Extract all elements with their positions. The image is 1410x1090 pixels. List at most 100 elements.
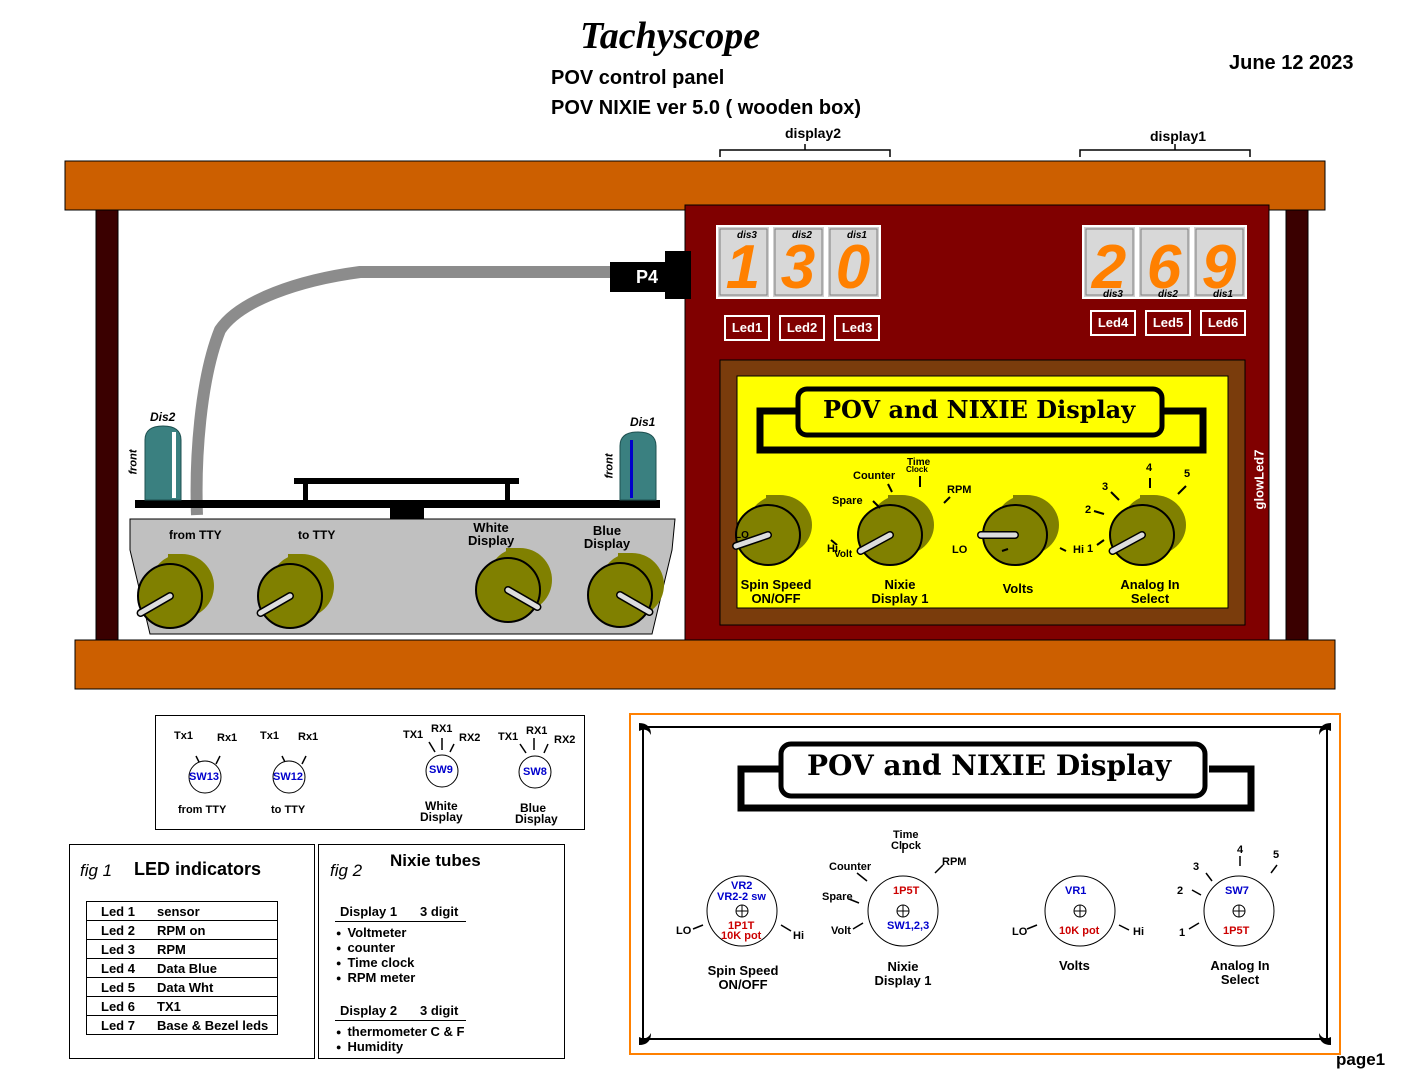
display1-digit-value: 9 [1202, 233, 1237, 302]
fp-vr2-part1: 1P1T [728, 920, 755, 932]
display2-digit-tag: dis3 [737, 230, 757, 241]
sw9-name1: White [425, 799, 458, 813]
dis1-tube-label: Dis1 [630, 415, 656, 429]
panel-spin-lo: LO [735, 530, 749, 541]
p4-connector-plug [665, 251, 691, 299]
panel-knob-volts[interactable] [977, 495, 1059, 566]
fig1-number: fig 1 [80, 861, 113, 880]
fp-analog-3: 3 [1193, 861, 1200, 873]
display1-bracket [1079, 144, 1251, 157]
display2-label: display2 [785, 125, 842, 141]
panel-tick [1096, 539, 1105, 546]
side-knob-to-tty[interactable] [256, 554, 334, 629]
fp-tick [692, 924, 704, 930]
panel-tick [887, 483, 893, 493]
fp-vr2-part2: 10K pot [721, 930, 762, 942]
p4-connector-body [610, 262, 670, 292]
fp-tick [1270, 864, 1278, 874]
panel-knob-analog[interactable] [1108, 495, 1186, 566]
fp-tick [1191, 889, 1202, 896]
side-knob-label-from-tty: from TTY [169, 528, 222, 542]
sw9-tx1: TX1 [403, 729, 424, 741]
fp-tick [856, 872, 868, 882]
display1-digit-tag: dis2 [1158, 289, 1178, 300]
fp-volts-lo: LO [1012, 926, 1028, 938]
fp-vr2-id: VR2 [731, 880, 753, 892]
display2-digit-value: 1 [726, 233, 760, 302]
fp-dial-nixie [867, 875, 939, 947]
fig2-display1-name: Display 1 [340, 904, 398, 919]
fp-nixie-time: Time [893, 829, 919, 841]
display1-digit-tag: dis1 [1213, 289, 1233, 300]
panel-analog-3: 3 [1102, 481, 1109, 493]
display2-digit-tag: dis1 [847, 230, 867, 241]
side-knob-white-display[interactable] [475, 548, 552, 623]
nixie-use-item: counter [336, 940, 415, 955]
shelf [135, 500, 660, 508]
led-name: Led 4 [86, 958, 143, 978]
bracket-bar [294, 478, 519, 484]
side-knob-from-tty[interactable] [136, 554, 214, 629]
fp-nixie-id2: SW1,2,3 [887, 920, 930, 932]
fp-vr1-part: 10K pot [1059, 925, 1100, 937]
led-name: Led 7 [86, 1015, 143, 1035]
fp-tick [780, 924, 792, 932]
front-label-right: front [603, 453, 616, 479]
fp-analog-1: 1 [1179, 927, 1186, 939]
led-button-led3: Led3 [834, 315, 880, 341]
led-button-led6: Led6 [1200, 310, 1246, 336]
fp-tick [1188, 922, 1200, 930]
faceplate-drawing [639, 723, 1331, 1045]
sw8-rx1: RX1 [526, 725, 548, 737]
switch-legend-drawing [188, 738, 552, 794]
fp-nixie-rpm: RPM [942, 856, 967, 868]
front-label-left: front [127, 449, 140, 475]
fp-dial-volts [1044, 875, 1116, 947]
dis1-tube [619, 431, 657, 501]
panel-volts-lo: LO [952, 544, 968, 556]
panel-knob-nixie[interactable] [856, 495, 934, 566]
sw13-tx1: Tx1 [174, 730, 193, 742]
fp-spin-lo: LO [676, 925, 692, 937]
panel-analog-5: 5 [1184, 468, 1191, 480]
subtitle-control-panel: POV control panel [551, 67, 725, 89]
display1-digit-value: 6 [1147, 233, 1182, 302]
led-description: RPM on [143, 920, 278, 940]
panel-knob-spin-speed[interactable] [732, 495, 812, 566]
panel-tick [1093, 510, 1105, 515]
display2-digit-value: 0 [836, 233, 870, 302]
panel-volts-hi: Hi [1073, 544, 1084, 556]
fig2-display1-digits: 3 digit [420, 904, 459, 919]
switch-legend: Tx1 Rx1 SW13 from TTY Tx1 Rx1 SW12 to TT… [155, 715, 585, 830]
shelf-clip [390, 507, 424, 519]
panel-tick [1177, 485, 1187, 495]
fp-tick [1118, 924, 1130, 931]
fp-volts-label: Volts [1059, 958, 1090, 973]
led-description: TX1 [143, 996, 278, 1016]
panel-analog-2: 2 [1085, 504, 1092, 516]
right-post [1285, 209, 1309, 641]
nixie-use-item: RPM meter [336, 970, 415, 985]
fig2-nixie-tubes: fig 2 Nixie tubes Display 1 3 digit Volt… [318, 844, 565, 1059]
page-title: Tachyscope [580, 15, 761, 57]
fp-analog-2: 2 [1177, 885, 1184, 897]
panel-tick [1059, 547, 1067, 552]
side-knob-label-to-tty: to TTY [298, 528, 336, 542]
sw8-name2: Display [515, 812, 558, 826]
side-knob-blue-display[interactable] [587, 553, 664, 628]
display2-bracket [719, 144, 891, 157]
display1-digit-value: 2 [1091, 233, 1126, 302]
side-knob-label-white: White Display [468, 520, 515, 548]
